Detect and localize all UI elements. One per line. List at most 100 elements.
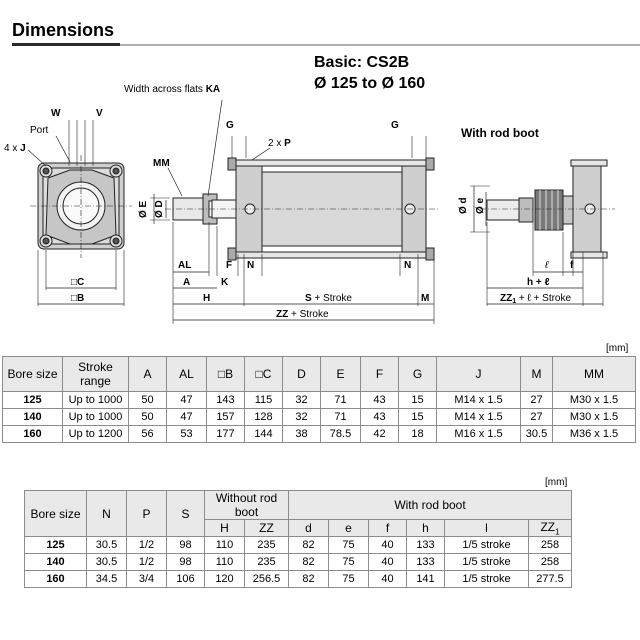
dimension-drawing: Width across flats KA W V Port 4 x J □C … [4, 84, 615, 324]
col-l: l [444, 518, 529, 538]
dimensions-table-2: Bore size N P S Without rod boot With ro… [24, 489, 572, 589]
cell: 15 [398, 391, 437, 409]
cell: 160 [24, 570, 87, 589]
cell: 133 [406, 536, 445, 555]
label-port: Port [30, 125, 49, 136]
rod-boot-view [470, 159, 615, 306]
with-rod-boot-title: With rod boot [461, 126, 539, 140]
col-bore-size: Bore size [24, 489, 87, 538]
label-phie: Ø e [475, 197, 486, 214]
cell: 98 [166, 536, 205, 555]
label-4xJ: 4 x J [4, 143, 26, 154]
label-f: f [570, 260, 574, 271]
cell: 3/4 [126, 570, 167, 589]
col-h: h [406, 518, 445, 538]
cell: Up to 1000 [62, 408, 129, 426]
label-C: □C [71, 277, 84, 288]
cell: M36 x 1.5 [552, 425, 636, 443]
cell: 40 [368, 536, 407, 555]
table-row: 160 34.5 3/4 106 120 256.5 82 75 40 141 … [24, 570, 572, 589]
cell: 120 [204, 570, 245, 589]
cell: 42 [360, 425, 399, 443]
label-W: W [51, 108, 61, 119]
table-row: 140 Up to 1000 50 47 157 128 32 71 43 15… [2, 408, 636, 426]
label-ell: ℓ [544, 260, 549, 271]
cell: 133 [406, 553, 445, 572]
group-with-rod-boot: With rod boot [288, 490, 572, 520]
cell: 115 [244, 391, 283, 409]
table-row: 160 Up to 1200 56 53 177 144 38 78.5 42 … [2, 425, 636, 443]
col-MM: MM [552, 356, 636, 392]
label-G-right: G [391, 120, 399, 131]
cell: 47 [166, 391, 207, 409]
cell: 235 [244, 536, 289, 555]
label-h-plus-l: h + ℓ [527, 277, 550, 288]
cell: M30 x 1.5 [552, 391, 636, 409]
col-E: E [320, 356, 361, 392]
cell: 75 [328, 553, 369, 572]
col-P: P [126, 489, 167, 538]
col-D: D [282, 356, 321, 392]
cell: 32 [282, 391, 321, 409]
label-ZZ1: ZZ1 + ℓ + Stroke [500, 293, 571, 305]
cell: 82 [288, 536, 329, 555]
col-e: e [328, 518, 369, 538]
cell: 143 [206, 391, 245, 409]
cell: 141 [406, 570, 445, 589]
cell: 50 [128, 391, 167, 409]
col-stroke-range: Stroke range [62, 356, 129, 392]
col-J: J [436, 356, 521, 392]
bore-range: Ø 125 to Ø 160 [314, 75, 426, 92]
section-title: Dimensions [12, 20, 115, 40]
cell: 18 [398, 425, 437, 443]
table-row: 125 Up to 1000 50 47 143 115 32 71 43 15… [2, 391, 636, 409]
label-K: K [221, 277, 229, 288]
cell: 157 [206, 408, 245, 426]
label-2xP: 2 x P [268, 138, 291, 149]
cell: 38 [282, 425, 321, 443]
label-A: A [183, 277, 190, 288]
cell: 75 [328, 570, 369, 589]
cell: 125 [24, 536, 87, 555]
cell: 106 [166, 570, 205, 589]
cell: 71 [320, 391, 361, 409]
col-H: H [204, 518, 245, 538]
section-header: Dimensions [12, 20, 640, 46]
front-view [27, 120, 132, 306]
cell: 30.5 [86, 553, 127, 572]
cell: 1/5 stroke [444, 570, 529, 589]
table-row: 125 30.5 1/2 98 110 235 82 75 40 133 1/5… [24, 536, 572, 555]
cell: 1/2 [126, 553, 167, 572]
cell: Up to 1200 [62, 425, 129, 443]
cell: M30 x 1.5 [552, 408, 636, 426]
cell: 140 [2, 408, 63, 426]
label-MM: MM [153, 158, 170, 169]
cell: 258 [528, 553, 572, 572]
cell: 27 [520, 391, 553, 409]
label-B: □B [71, 293, 84, 304]
col-G: G [398, 356, 437, 392]
cell: 50 [128, 408, 167, 426]
col-S: S [166, 489, 205, 538]
title-rule [120, 44, 640, 46]
cell: 40 [368, 553, 407, 572]
dimensions-table-1: Bore size Stroke range A AL □B □C D E F … [2, 356, 636, 443]
col-N: N [86, 489, 127, 538]
label-S-stroke: S + Stroke [305, 293, 352, 304]
col-bore-size: Bore size [2, 356, 63, 392]
label-N-right: N [404, 260, 411, 271]
cell: 75 [328, 536, 369, 555]
cell: 78.5 [320, 425, 361, 443]
label-M: M [421, 293, 429, 304]
cell: 1/2 [126, 536, 167, 555]
cell: 34.5 [86, 570, 127, 589]
table-2-header-row-1: Bore size N P S Without rod boot With ro… [24, 489, 572, 538]
cell: 160 [2, 425, 63, 443]
cell: 27 [520, 408, 553, 426]
label-phiE: Ø E [138, 200, 149, 218]
width-flats-label: Width across flats KA [124, 84, 220, 95]
label-N-left: N [247, 260, 254, 271]
model-heading: Basic: CS2B Ø 125 to Ø 160 [314, 52, 425, 94]
label-AL: AL [178, 260, 191, 271]
cell: M16 x 1.5 [436, 425, 521, 443]
